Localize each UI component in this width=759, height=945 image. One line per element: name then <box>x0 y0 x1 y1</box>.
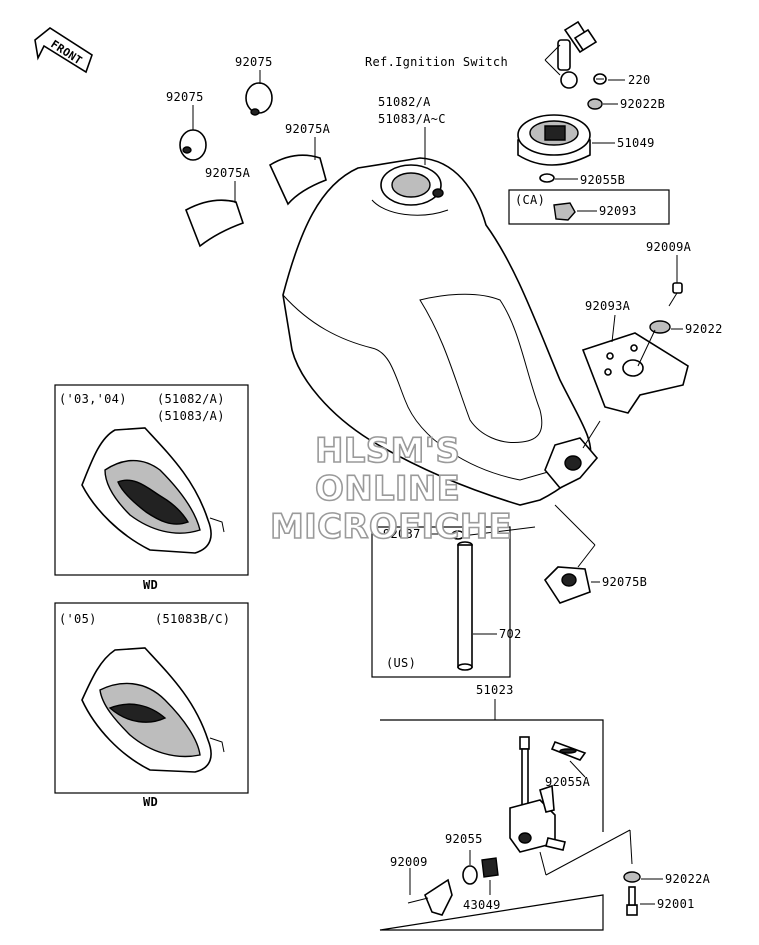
front-arrow-icon: FRONT <box>34 27 93 74</box>
decal-wd-05-icon <box>81 647 225 773</box>
inset-top-part-2: (51083/A) <box>157 409 225 423</box>
inset-top-box <box>54 384 249 576</box>
bolt-92001-icon <box>626 886 638 916</box>
label-92037: 92037 <box>383 527 421 541</box>
bracket-92093a-icon <box>581 332 689 414</box>
hose-702-icon <box>457 541 473 671</box>
label-702: 702 <box>499 627 522 641</box>
label-220: 220 <box>628 73 651 87</box>
inset-top-years: ('03,'04) <box>59 392 127 406</box>
ca-box <box>508 189 670 225</box>
label-51049: 51049 <box>617 136 655 150</box>
washer-92022b-icon <box>587 98 603 110</box>
label-92075a-left: 92075A <box>205 166 251 180</box>
gasket-92055a-icon <box>550 740 587 761</box>
label-92093a: 92093A <box>585 299 631 313</box>
label-92055a: 92055A <box>545 775 591 789</box>
rubber-92075a-left-icon <box>184 199 245 248</box>
inset-top-caption: WD <box>143 578 158 592</box>
fuel-tank-51082-icon <box>282 157 599 506</box>
washer-92022a-icon <box>623 871 641 883</box>
label-43049: 43049 <box>463 898 501 912</box>
watermark: HLSM'S ONLINE MICROFICHE <box>269 430 512 548</box>
ignition-key-icon <box>557 20 598 89</box>
label-92022a: 92022A <box>665 872 711 886</box>
label-ref-ignition: Ref.Ignition Switch <box>365 55 508 69</box>
leader-ignition <box>544 44 561 76</box>
label-92055: 92055 <box>445 832 483 846</box>
rubber-92075b-icon <box>543 566 591 604</box>
label-92022: 92022 <box>685 322 723 336</box>
bracket-92009-icon <box>407 878 453 916</box>
inset-bottom-caption: WD <box>143 795 158 809</box>
label-92075-top: 92075 <box>235 55 273 69</box>
label-us: (US) <box>386 656 416 670</box>
rubber-92075-left-icon <box>179 129 207 161</box>
inset-top-part-1: (51082/A) <box>157 392 225 406</box>
label-92001: 92001 <box>657 897 695 911</box>
label-ca: (CA) <box>515 193 545 207</box>
label-92022b: 92022B <box>620 97 665 111</box>
filter-43049-icon <box>481 857 499 878</box>
watermark-line-1: HLSM'S <box>315 431 460 471</box>
label-51023: 51023 <box>476 683 514 697</box>
label-92075-left: 92075 <box>166 90 204 104</box>
label-92009a: 92009A <box>646 240 692 254</box>
o-ring-92055-icon <box>462 865 478 885</box>
label-tank-2: 51083/A~C <box>378 112 446 126</box>
label-92075a-right: 92075A <box>285 122 331 136</box>
decal-wd-0304-icon <box>81 427 225 554</box>
washer-92022-icon <box>649 320 671 334</box>
watermark-line-2: ONLINE <box>315 469 460 509</box>
rubber-92075a-right-icon <box>268 154 327 206</box>
clip-92037-icon <box>451 530 465 540</box>
label-92075b: 92075B <box>602 575 647 589</box>
watermark-line-3: MICROFICHE <box>270 507 512 547</box>
fuel-petcock-51023-icon <box>509 736 566 853</box>
petcock-box <box>379 719 604 931</box>
bolt-92009a-icon <box>668 282 683 307</box>
rubber-92075-top-icon <box>245 82 273 116</box>
inset-bottom-box <box>54 602 249 794</box>
inset-bottom-part-1: (51083B/C) <box>155 612 230 626</box>
label-92009: 92009 <box>390 855 428 869</box>
inset-bottom-years: ('05) <box>59 612 97 626</box>
fuel-cap-51049-icon <box>517 114 591 166</box>
us-box <box>371 526 511 678</box>
o-ring-92055b-icon <box>539 173 555 183</box>
label-92093: 92093 <box>599 204 637 218</box>
label-tank-1: 51082/A <box>378 95 431 109</box>
screw-220-icon <box>593 73 607 85</box>
cap-92093-icon <box>553 202 576 221</box>
label-92055b: 92055B <box>580 173 625 187</box>
